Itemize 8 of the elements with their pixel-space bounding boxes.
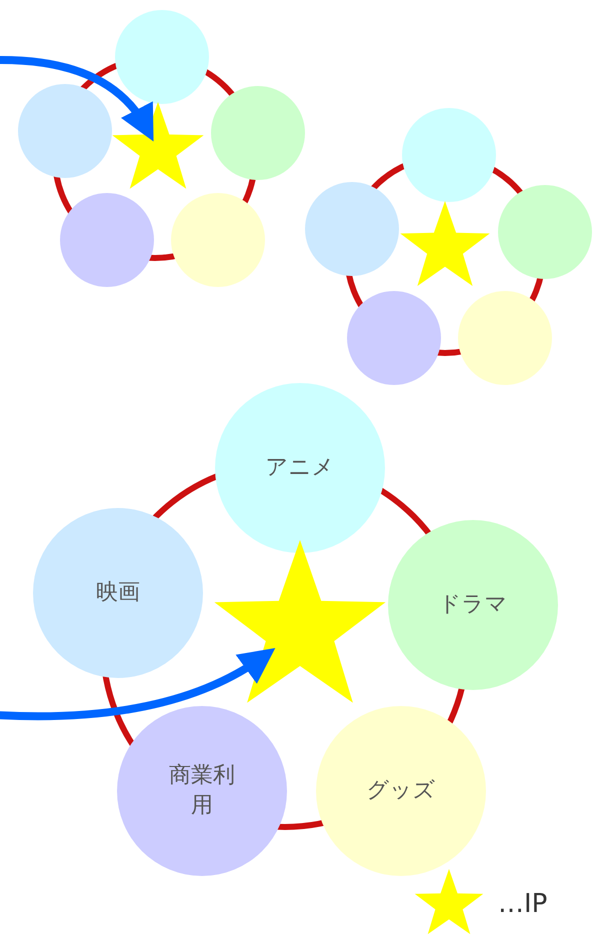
circle-label: 映画 — [96, 579, 140, 608]
curved-arrow — [0, 56, 154, 142]
circle-label: アニメ — [266, 454, 334, 482]
curved-arrow — [0, 648, 276, 720]
circle-label: 商業利用 — [168, 762, 236, 820]
circle-label: グッズ — [366, 777, 436, 806]
circle-label: ドラマ — [438, 591, 508, 620]
legend-text: …IP — [498, 889, 548, 919]
